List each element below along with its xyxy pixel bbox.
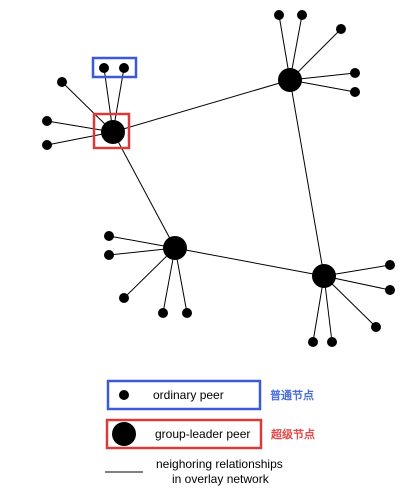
ordinary-peer bbox=[385, 260, 395, 270]
ordinary-peer bbox=[57, 77, 67, 87]
group-leader-peer bbox=[312, 264, 336, 288]
legend-group-leader-peer: group-leader peer 超级节点 bbox=[105, 418, 315, 450]
ordinary-peer bbox=[182, 308, 192, 318]
group-d bbox=[308, 260, 395, 347]
network bbox=[42, 10, 395, 347]
legend-leader-symbol bbox=[112, 422, 136, 446]
group-b bbox=[274, 10, 360, 97]
ordinary-peer bbox=[274, 10, 284, 20]
group-leader-peer bbox=[101, 120, 125, 144]
ordinary-peer bbox=[99, 63, 109, 73]
group-c bbox=[104, 231, 192, 318]
highlight-ordinary-peers-box bbox=[91, 56, 138, 79]
ordinary-peer bbox=[158, 308, 168, 318]
legend-leader-box bbox=[105, 418, 263, 450]
leader-links bbox=[112, 79, 325, 277]
ordinary-peer bbox=[350, 87, 360, 97]
ordinary-peer bbox=[385, 285, 395, 295]
ordinary-peer bbox=[119, 293, 129, 303]
legend-leader-annotation: 超级节点 bbox=[270, 427, 315, 441]
legend-ordinary-peer: ordinary peer 普通节点 bbox=[106, 379, 314, 411]
link-b-d bbox=[289, 79, 325, 277]
legend-ordinary-symbol bbox=[119, 390, 129, 400]
legend-ordinary-box bbox=[106, 379, 262, 411]
group-leader-peer bbox=[278, 68, 302, 92]
legend-leader-label: group-leader peer bbox=[155, 427, 250, 441]
ordinary-peer bbox=[42, 116, 52, 126]
link-c-d bbox=[174, 247, 325, 277]
legend-ordinary-annotation: 普通节点 bbox=[270, 388, 314, 402]
group-a bbox=[42, 56, 138, 150]
legend-relationship-label-line2: in overlay network bbox=[172, 472, 270, 486]
ordinary-peer bbox=[104, 231, 114, 241]
legend-relationship-label-line1: neighoring relationships bbox=[156, 457, 283, 471]
ordinary-peer bbox=[104, 250, 114, 260]
ordinary-peer bbox=[336, 24, 346, 34]
ordinary-peer bbox=[371, 322, 381, 332]
ordinary-peer bbox=[42, 140, 52, 150]
link-a-b bbox=[112, 79, 291, 133]
highlight-leader-box bbox=[92, 112, 131, 150]
group-leader-peer bbox=[163, 236, 187, 260]
legend-relationship: neighoring relationships in overlay netw… bbox=[105, 457, 283, 486]
legend: ordinary peer 普通节点 group-leader peer 超级节… bbox=[105, 379, 315, 486]
ordinary-peer bbox=[297, 10, 307, 20]
ordinary-peer bbox=[327, 337, 337, 347]
legend-ordinary-label: ordinary peer bbox=[153, 388, 224, 402]
ordinary-peer bbox=[119, 63, 129, 73]
ordinary-peer bbox=[350, 68, 360, 78]
link-a-c bbox=[112, 131, 176, 249]
ordinary-peer bbox=[308, 337, 318, 347]
